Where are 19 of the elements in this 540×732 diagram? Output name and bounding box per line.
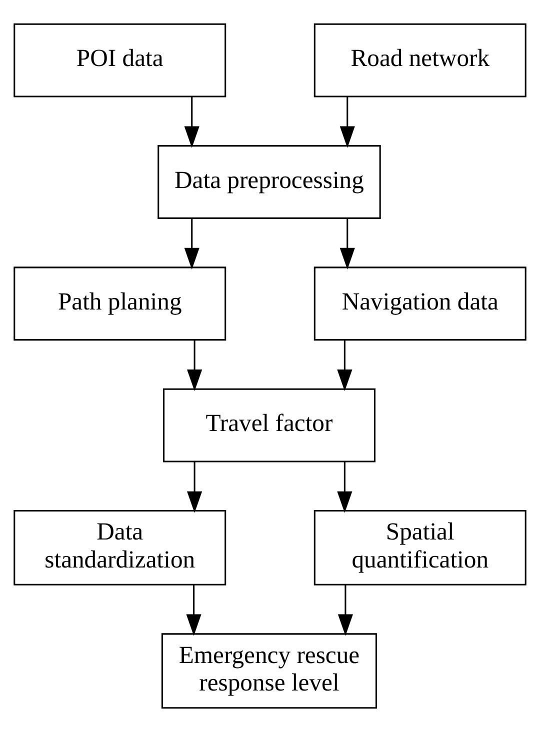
node-box: Data standardization — [14, 510, 226, 586]
node-box: Road network — [314, 23, 526, 98]
node-box: POI data — [14, 23, 226, 98]
node-box: Travel factor — [162, 388, 376, 462]
node-box: Data preprocessing — [158, 145, 381, 219]
node-box: Spatial quantification — [314, 510, 526, 586]
arrow — [340, 96, 355, 148]
arrow — [337, 462, 352, 513]
arrow — [184, 96, 200, 148]
node-box: Path planing — [14, 266, 226, 341]
arrow — [340, 218, 355, 270]
arrow — [187, 462, 202, 513]
node-box: Emergency rescue response level — [161, 633, 378, 709]
arrow — [184, 218, 200, 270]
arrow — [186, 584, 202, 636]
node-box: Navigation data — [314, 266, 526, 341]
arrow — [187, 340, 202, 392]
arrow — [338, 584, 353, 636]
arrow — [337, 340, 352, 392]
